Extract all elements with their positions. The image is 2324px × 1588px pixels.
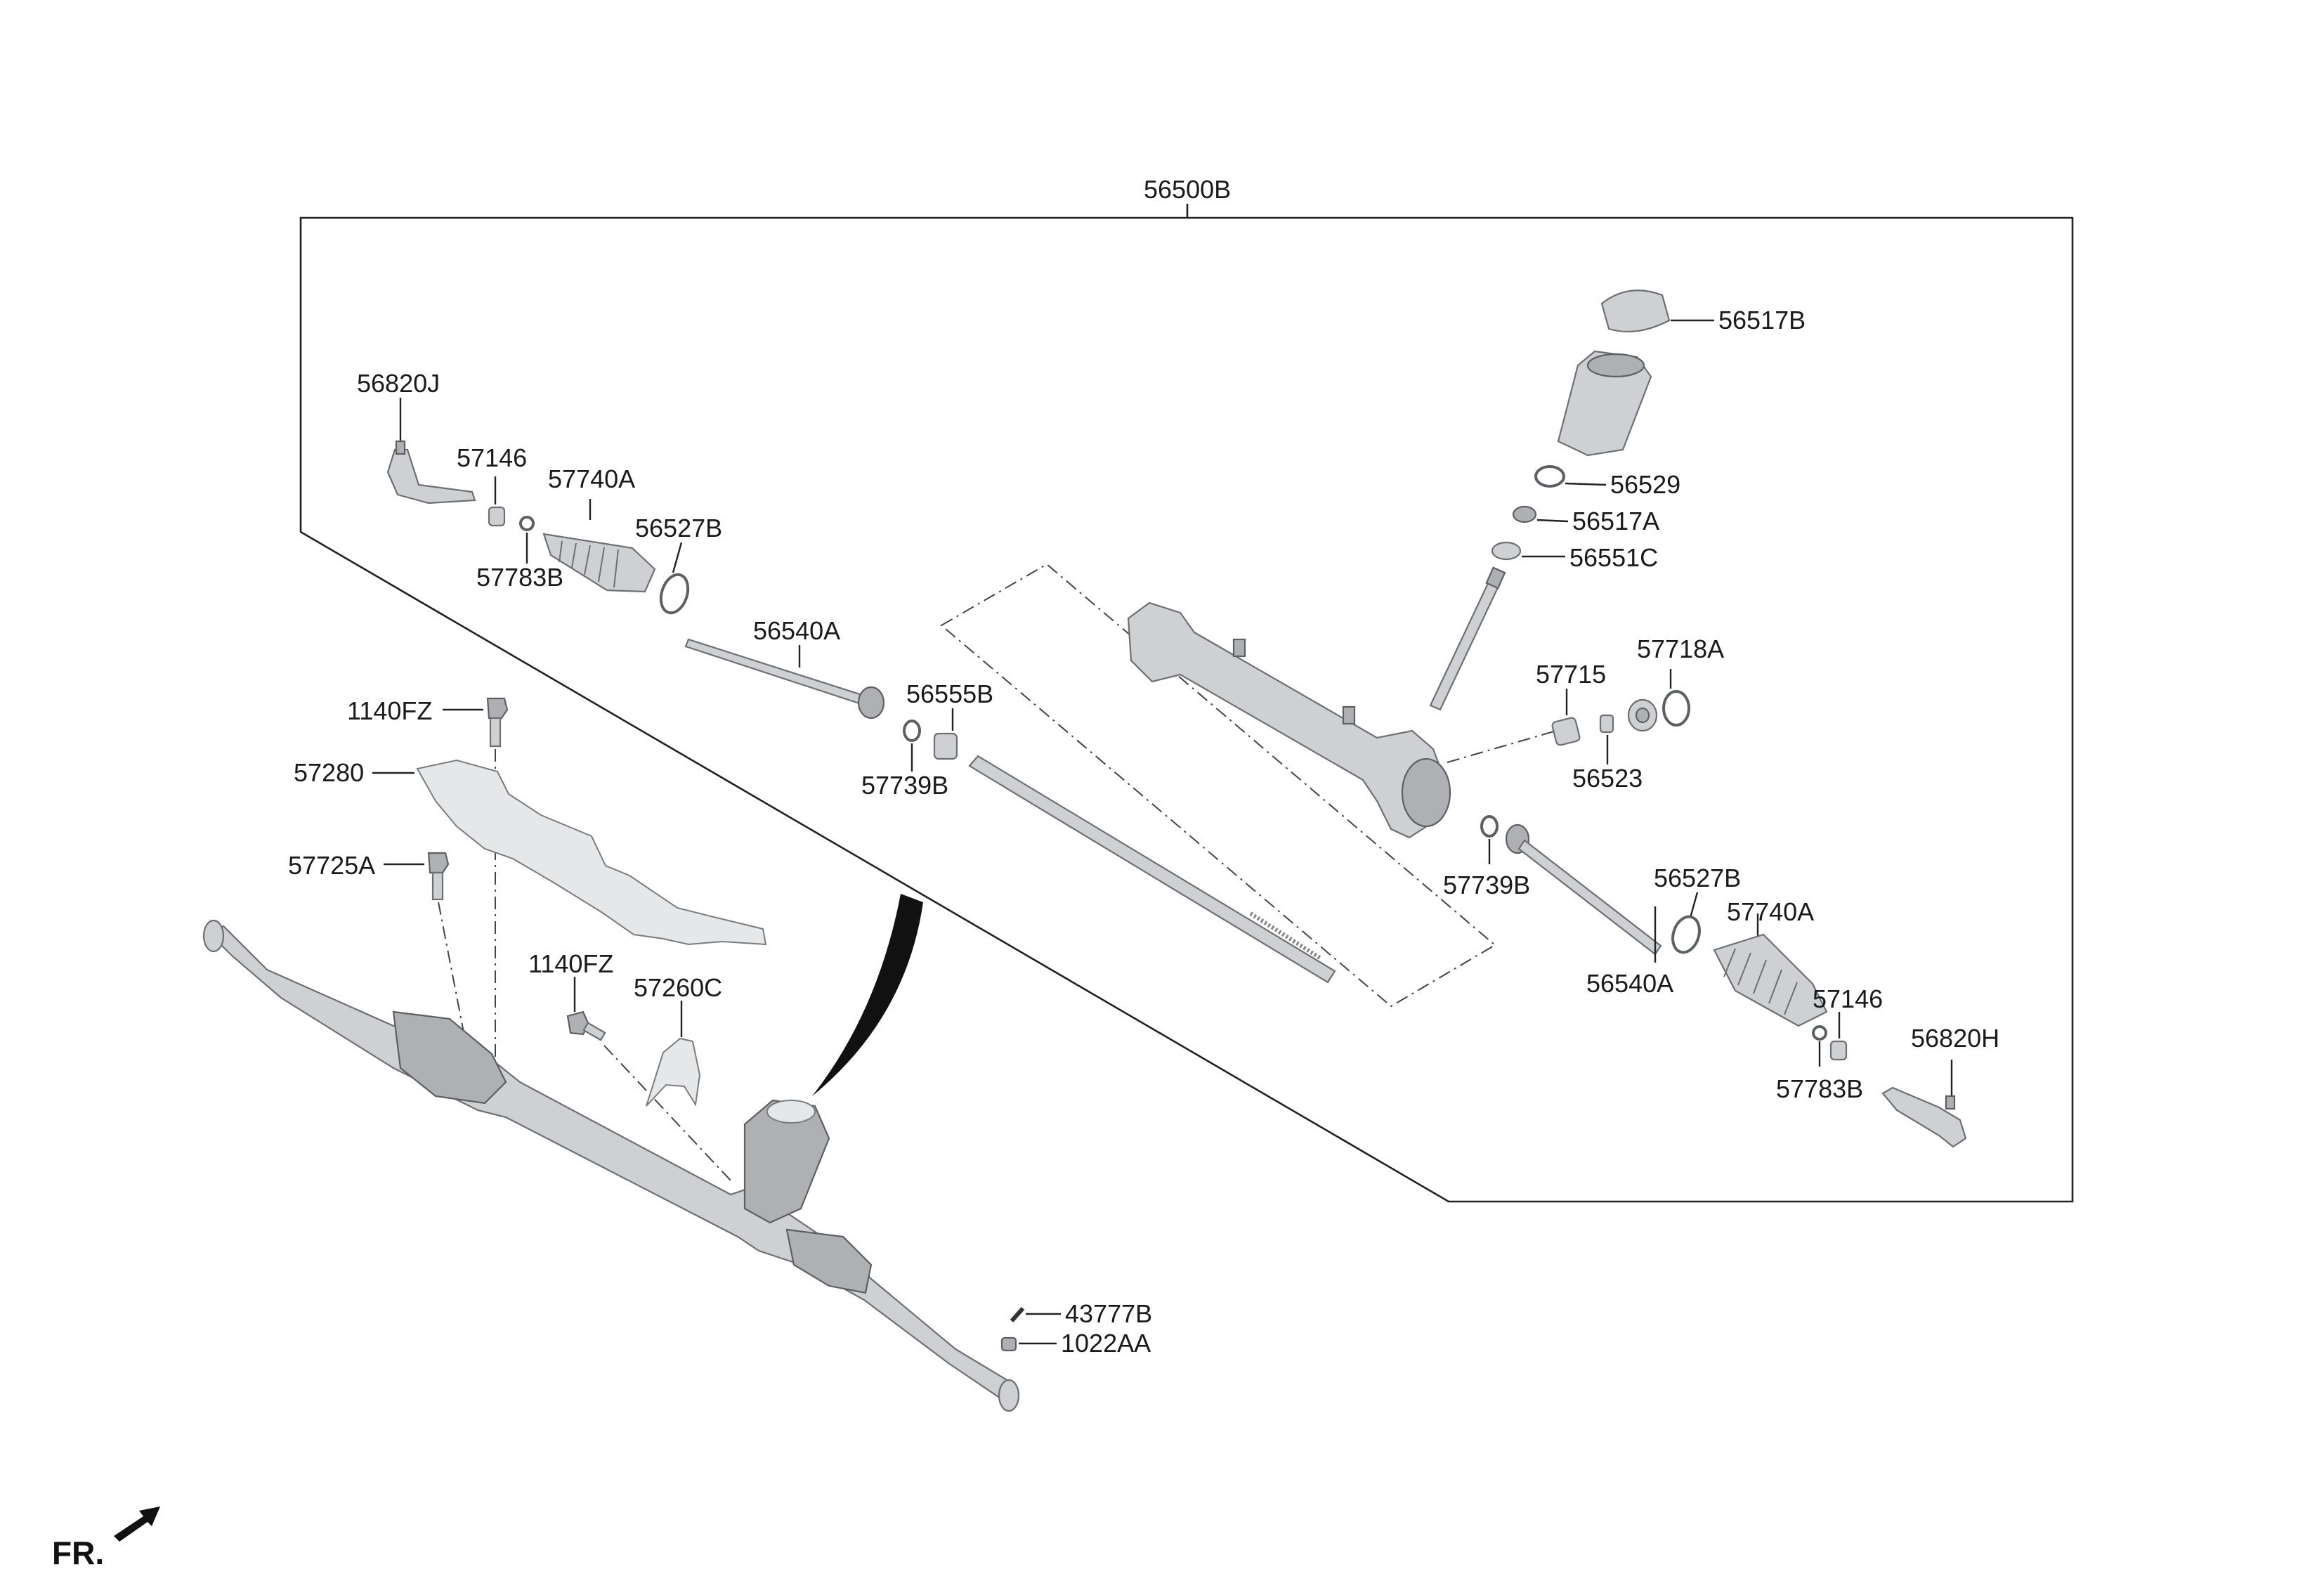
label-front-direction: FR.: [52, 1535, 104, 1571]
rack-boot-left: [542, 499, 656, 593]
label-56517B: 56517B: [1718, 306, 1806, 334]
label-56820H: 56820H: [1911, 1024, 1999, 1053]
clip-left: [519, 516, 535, 564]
label-1140FZ-top: 1140FZ: [347, 696, 432, 725]
label-57718A: 57718A: [1637, 634, 1724, 663]
label-56527B-right: 56527B: [1654, 864, 1741, 892]
assembly-dash-line: [1447, 729, 1562, 763]
seal-56517A: [1512, 505, 1569, 523]
ring-57718A: [1662, 669, 1690, 727]
yoke-plug: [1627, 698, 1658, 732]
rack-bushing: [933, 708, 958, 760]
label-57725A: 57725A: [288, 851, 375, 880]
washer-left: [903, 720, 921, 772]
gear-housing: [1127, 601, 1451, 839]
washer-right: [1480, 815, 1499, 864]
inner-tie-rod-right: [1505, 824, 1662, 963]
label-56517A: 56517A: [1572, 507, 1659, 535]
label-56555B: 56555B: [906, 679, 993, 708]
pinion-shaft: [1429, 566, 1506, 711]
rack-bar: [968, 755, 1336, 984]
bolt-guide-3: [603, 1045, 731, 1181]
rack-group-outline: [940, 563, 1496, 1008]
tie-rod-end-left: [386, 398, 476, 505]
label-1022AA: 1022AA: [1061, 1329, 1151, 1358]
seal-ring-56529: [1534, 465, 1607, 488]
bolt-guide-2: [438, 902, 478, 1105]
callout-labels: 56500B 56820J 57146 57740A 56527B 57783B…: [52, 175, 1999, 1571]
label-57740A-right: 57740A: [1727, 897, 1814, 926]
bolt-1140FZ-mid: [566, 977, 606, 1041]
label-43777B: 43777B: [1065, 1299, 1152, 1328]
section-pointer: [812, 894, 923, 1096]
label-56527B-left: 56527B: [635, 514, 722, 542]
label-57739B-left: 57739B: [861, 771, 948, 800]
label-57146-right: 57146: [1813, 984, 1883, 1013]
label-57783B-left: 57783B: [476, 563, 563, 592]
rack-boot-right: [1713, 913, 1828, 1027]
label-57740A-left: 57740A: [548, 464, 635, 493]
assembly-frame: [299, 204, 2074, 1203]
label-57280: 57280: [294, 758, 364, 787]
spring-56523: [1599, 714, 1614, 764]
pinion-housing: [1557, 350, 1652, 457]
front-direction-arrow-icon: [114, 1506, 160, 1542]
pinion-cap: [1600, 289, 1714, 333]
nut-right: [1829, 1012, 1848, 1061]
label-56529: 56529: [1610, 470, 1680, 499]
label-57715: 57715: [1536, 660, 1606, 689]
label-56523: 56523: [1572, 764, 1643, 793]
tie-rod-end-right: [1881, 1060, 1967, 1148]
cotter-pin-43777B: [1010, 1307, 1061, 1322]
label-56540A-left: 56540A: [753, 616, 840, 645]
label-1140FZ-mid: 1140FZ: [528, 949, 613, 978]
inner-tie-rod-left: [684, 638, 885, 720]
label-57783B-right: 57783B: [1776, 1074, 1863, 1103]
nut-1022AA: [1000, 1336, 1057, 1352]
heat-shield-57280: [372, 759, 767, 946]
label-56551C: 56551C: [1569, 543, 1658, 572]
lower-rack-assembly: [202, 919, 1020, 1412]
clip-right: [1812, 1025, 1827, 1067]
bracket-57260C: [646, 1001, 701, 1107]
label-57146-left: 57146: [457, 443, 527, 472]
label-56540A-right: 56540A: [1586, 969, 1673, 998]
label-57260C: 57260C: [634, 973, 722, 1002]
bearing-56551C: [1491, 541, 1565, 561]
label-56500B: 56500B: [1144, 175, 1231, 204]
yoke-57715: [1551, 689, 1581, 746]
ring-band-right: [1671, 892, 1701, 954]
bolt-57725A: [384, 852, 450, 901]
bolt-1140FZ-top: [443, 697, 509, 748]
label-57739B-right: 57739B: [1443, 871, 1530, 899]
ring-band-left: [659, 542, 690, 615]
label-56820J: 56820J: [357, 369, 440, 398]
nut-left: [488, 476, 506, 527]
